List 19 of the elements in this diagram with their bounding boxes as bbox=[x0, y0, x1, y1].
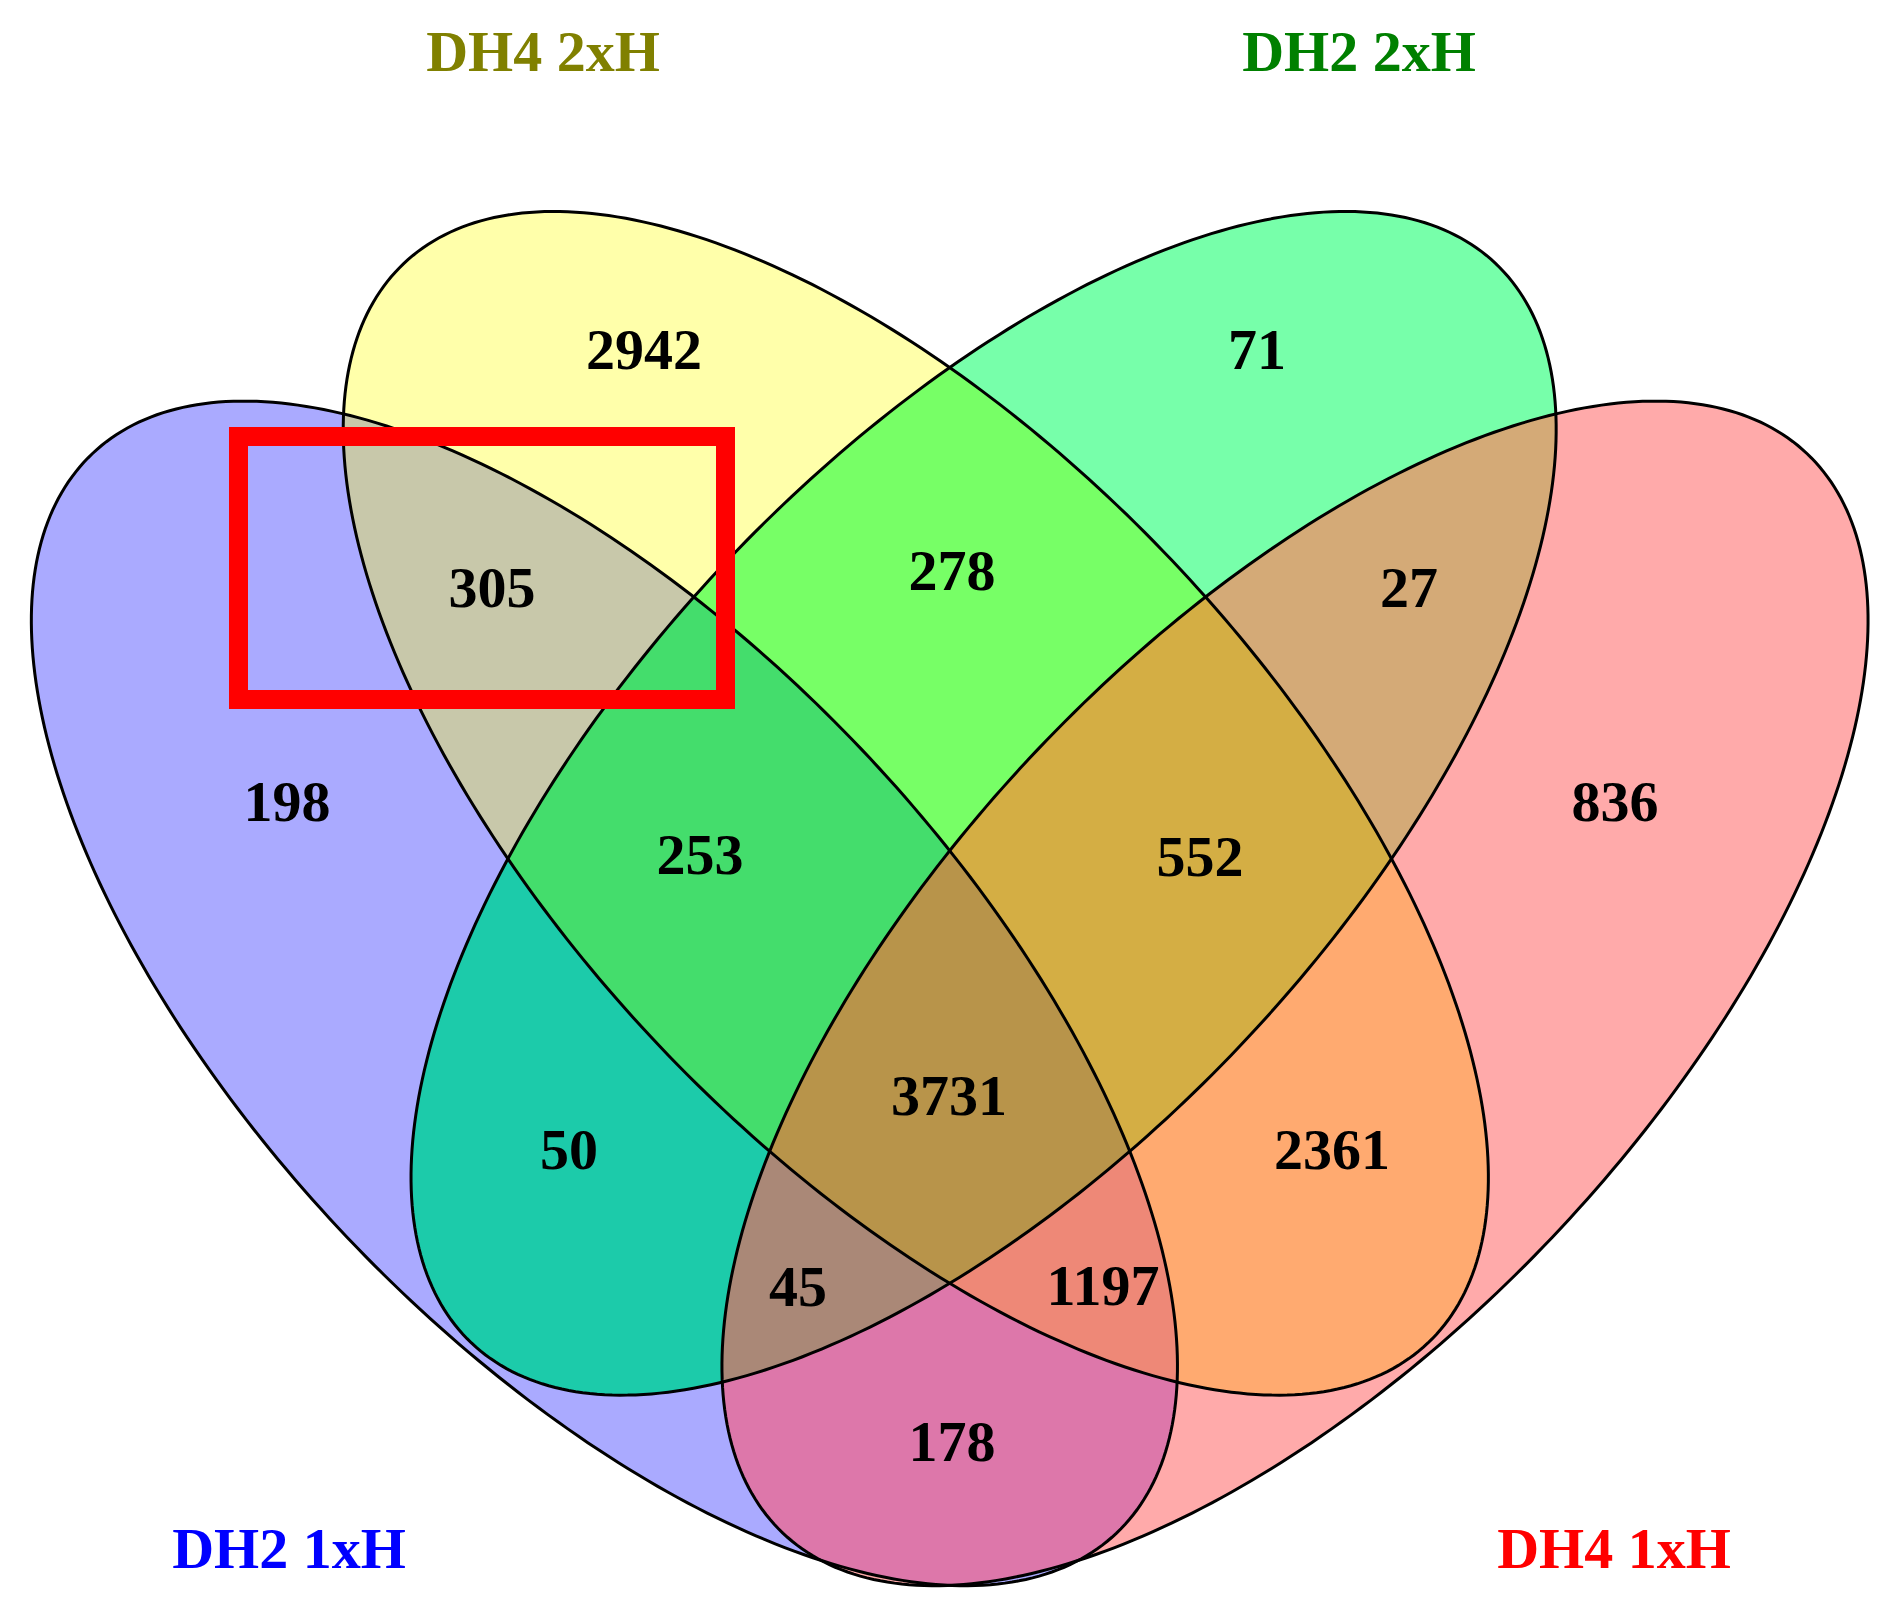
count-label: 27 bbox=[1380, 559, 1438, 617]
count-label: 50 bbox=[540, 1121, 598, 1179]
count-label: 278 bbox=[908, 542, 996, 600]
count-label: 552 bbox=[1156, 828, 1244, 886]
count-label: 1197 bbox=[1046, 1257, 1160, 1315]
count-label: 198 bbox=[243, 773, 331, 831]
count-label: 2361 bbox=[1274, 1121, 1390, 1179]
set-label: DH2 2xH bbox=[1242, 23, 1476, 81]
count-label: 3731 bbox=[891, 1067, 1007, 1125]
set-label: DH4 1xH bbox=[1497, 1520, 1731, 1578]
count-label: 71 bbox=[1228, 321, 1286, 379]
count-label: 45 bbox=[769, 1258, 827, 1316]
count-label: 178 bbox=[908, 1413, 996, 1471]
count-label: 836 bbox=[1571, 773, 1659, 831]
count-label: 2942 bbox=[586, 321, 702, 379]
set-label: DH4 2xH bbox=[426, 23, 660, 81]
set-label: DH2 1xH bbox=[172, 1520, 406, 1578]
count-label: 305 bbox=[448, 559, 536, 617]
count-label: 253 bbox=[656, 826, 744, 884]
